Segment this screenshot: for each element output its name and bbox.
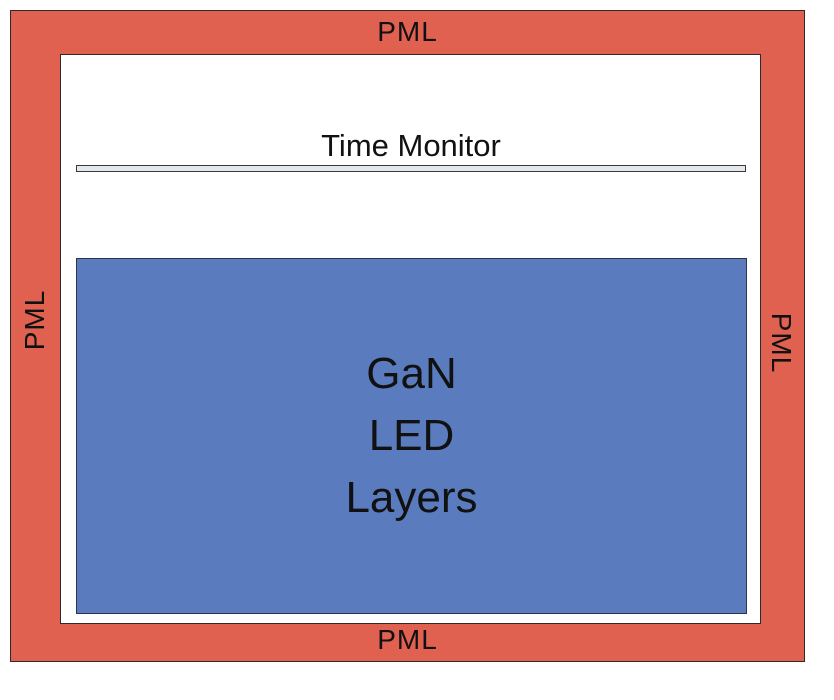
- time-monitor: [76, 165, 746, 172]
- time-monitor-label: Time Monitor: [321, 128, 501, 163]
- gan-block-line-1: GaN: [366, 349, 457, 398]
- gan-led-layers-block: GaN LED Layers: [76, 258, 747, 614]
- pml-bottom-label: PML: [377, 624, 438, 655]
- pml-left-label: PML: [19, 289, 50, 351]
- gan-block-line-3: Layers: [345, 473, 478, 522]
- pml-right-label: PML: [766, 312, 797, 374]
- gan-block-line-2: LED: [368, 411, 455, 460]
- pml-top-label: PML: [377, 16, 438, 47]
